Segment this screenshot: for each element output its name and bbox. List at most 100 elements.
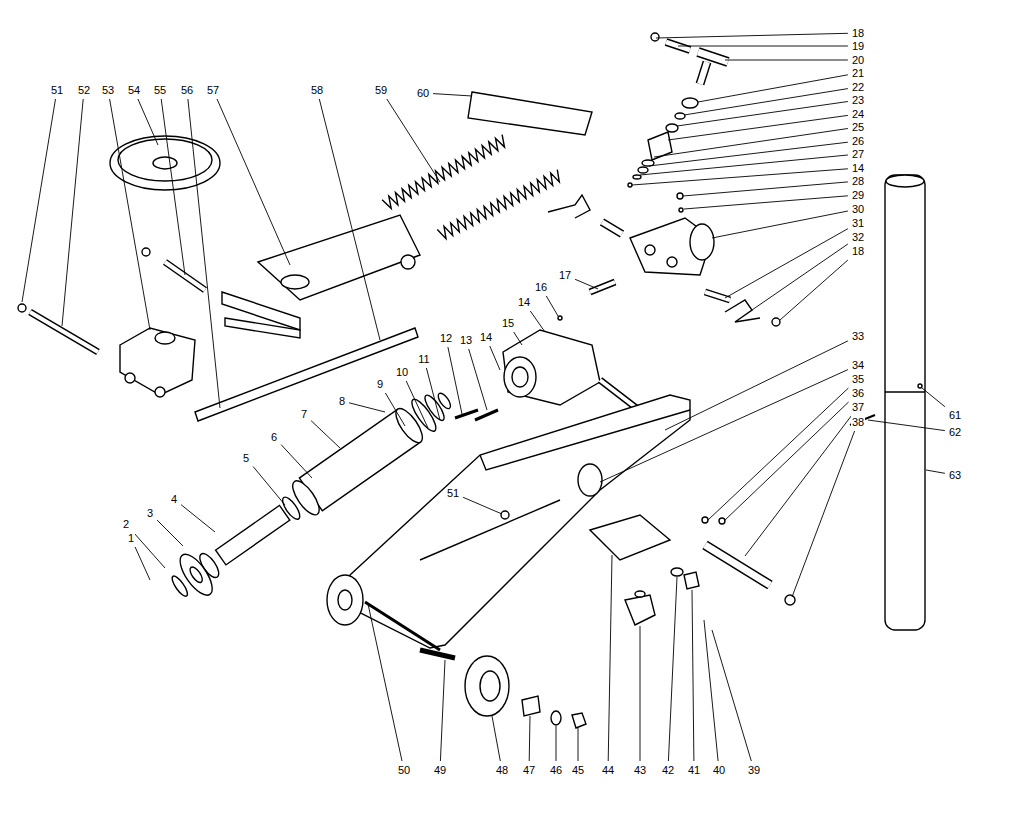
callout-number: 50	[397, 764, 411, 776]
callout-number: 61	[948, 409, 962, 421]
leader-line	[575, 279, 598, 289]
leader-line	[725, 60, 848, 61]
callout-number: 36	[851, 387, 865, 399]
callout-number: 24	[851, 108, 865, 120]
callout-number: 39	[747, 764, 761, 776]
leader-line	[556, 726, 557, 761]
leader-line	[181, 505, 215, 532]
callout-number: 47	[522, 764, 536, 776]
leader-line	[677, 102, 848, 127]
callout-number: 12	[439, 332, 453, 344]
leader-line	[698, 75, 848, 102]
leader-line	[684, 89, 848, 115]
leader-line	[708, 388, 848, 520]
callout-number: 52	[77, 84, 91, 96]
leader-line	[926, 470, 945, 473]
callout-number: 14	[517, 296, 531, 308]
callout-number: 22	[851, 81, 865, 93]
leader-line	[665, 341, 848, 430]
callout-number: 13	[459, 334, 473, 346]
leader-line	[649, 142, 848, 166]
leader-line	[385, 393, 405, 426]
leader-line	[368, 604, 402, 761]
callout-number: 8	[338, 395, 346, 407]
leader-line	[311, 421, 340, 448]
leader-line	[253, 467, 285, 506]
callout-number: 7	[300, 408, 308, 420]
leader-line	[780, 260, 848, 320]
leader-line	[281, 445, 312, 478]
callout-number: 35	[851, 373, 865, 385]
callout-number: 51	[446, 487, 460, 499]
callout-number: 5	[242, 452, 250, 464]
callout-number: 18	[851, 27, 865, 39]
leader-line	[678, 46, 848, 47]
leader-line	[22, 99, 56, 302]
leader-line	[578, 728, 579, 761]
leader-line	[600, 370, 848, 482]
callout-number: 31	[851, 217, 865, 229]
callout-number: 43	[633, 764, 647, 776]
leader-line	[922, 388, 945, 407]
callout-number: 41	[687, 764, 701, 776]
leader-line	[157, 520, 183, 546]
callout-number: 4	[170, 493, 178, 505]
leader-line	[138, 99, 158, 145]
leader-line	[514, 332, 522, 345]
leader-line	[161, 99, 185, 275]
callout-number: 3	[146, 507, 154, 519]
callout-number: 48	[495, 764, 509, 776]
leader-line	[426, 368, 440, 420]
leader-line	[440, 660, 445, 761]
callout-number: 23	[851, 94, 865, 106]
leader-line	[683, 182, 848, 196]
leader-line	[463, 497, 502, 514]
leader-line	[530, 311, 545, 332]
leader-line	[712, 630, 751, 761]
leader-line	[62, 99, 83, 326]
leader-line	[448, 347, 462, 414]
callout-number: 58	[310, 84, 324, 96]
leader-line	[725, 229, 848, 298]
callout-number: 49	[433, 764, 447, 776]
leader-line	[640, 155, 848, 175]
leader-line	[608, 555, 612, 761]
leader-line	[668, 577, 677, 761]
leader-line	[668, 115, 848, 140]
callout-number: 30	[851, 203, 865, 215]
callout-number: 28	[851, 175, 865, 187]
callout-number: 34	[851, 359, 865, 371]
callout-number: 11	[417, 353, 430, 365]
callout-number: 9	[376, 378, 384, 390]
leader-line	[640, 626, 641, 761]
callout-number: 42	[661, 764, 675, 776]
callout-number: 53	[101, 84, 115, 96]
callout-number: 63	[948, 469, 962, 481]
callout-number: 20	[851, 54, 865, 66]
leader-line	[654, 129, 848, 158]
callout-number: 1	[127, 532, 135, 544]
leader-line	[133, 532, 165, 568]
leader-line	[349, 403, 385, 412]
leader-line	[684, 196, 848, 209]
callout-number: 32	[851, 231, 865, 243]
leader-line	[724, 402, 849, 521]
leader-line	[492, 716, 500, 761]
leader-line	[546, 296, 558, 316]
leader-line	[490, 346, 500, 370]
callout-number: 56	[180, 84, 194, 96]
leader-line	[704, 620, 718, 761]
callout-number: 26	[851, 135, 865, 147]
callout-number: 44	[601, 764, 615, 776]
callout-number: 2	[122, 518, 130, 530]
callout-number: 29	[851, 189, 865, 201]
leader-line	[745, 416, 851, 556]
callout-number: 38	[851, 416, 865, 428]
leader-line	[868, 420, 945, 431]
callout-number: 51	[50, 84, 64, 96]
callout-number: 54	[127, 84, 141, 96]
callout-number: 46	[549, 764, 563, 776]
callout-number: 57	[206, 84, 220, 96]
